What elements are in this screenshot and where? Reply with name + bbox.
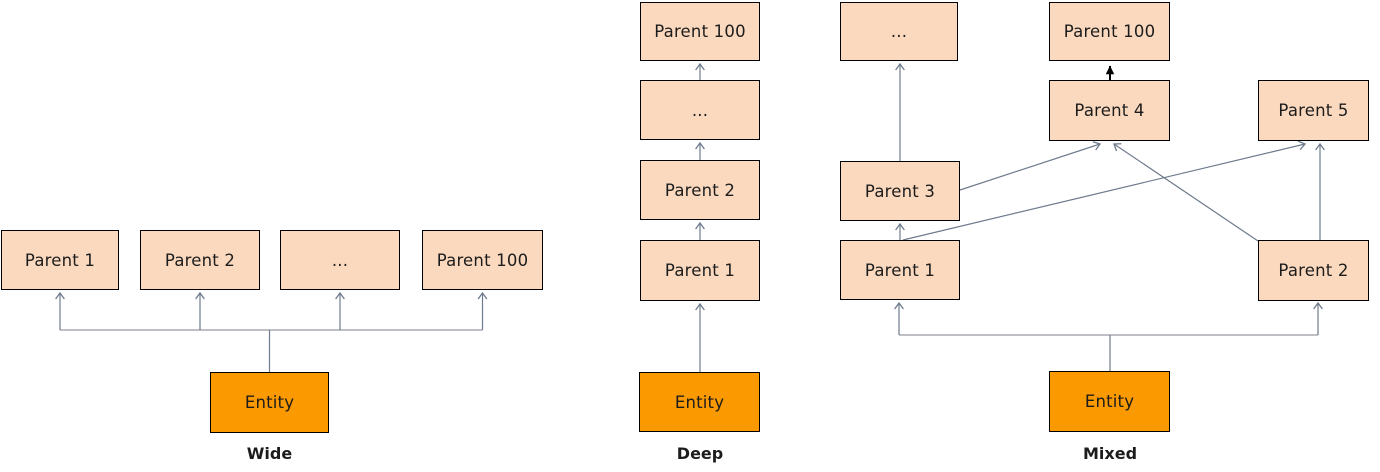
wide-entity-box: Entity [210, 372, 329, 433]
deep-parent-1-box: Parent 1 [640, 240, 760, 301]
mixed-entity-label: Entity [1084, 392, 1135, 411]
mixed-edge-parent2-parent4 [1113, 143, 1259, 242]
mixed-parent-2-label: Parent 2 [1278, 261, 1349, 280]
mixed-ellipsis-label: ... [890, 22, 908, 41]
wide-parent-100-label: Parent 100 [436, 250, 529, 270]
mixed-parent-2-box: Parent 2 [1258, 240, 1369, 301]
mixed-parent-3-box: Parent 3 [840, 161, 960, 221]
deep-entity-label: Entity [674, 392, 725, 412]
mixed-parent-5-box: Parent 5 [1258, 80, 1369, 141]
mixed-caption: Mixed [1082, 444, 1138, 463]
wide-parent-1-label: Parent 1 [24, 250, 96, 270]
wide-ellipsis-box: ... [280, 230, 400, 290]
wide-ellipsis-label: ... [331, 250, 349, 270]
mixed-parent-4-label: Parent 4 [1074, 101, 1145, 120]
deep-parent-2-label: Parent 2 [664, 180, 736, 200]
deep-parent-100-box: Parent 100 [640, 2, 760, 61]
wide-parent-1-box: Parent 1 [1, 230, 119, 290]
mixed-parent-100-label: Parent 100 [1063, 22, 1156, 41]
deep-entity-box: Entity [639, 372, 760, 432]
deep-caption: Deep [676, 444, 724, 463]
mixed-parent-4-box: Parent 4 [1049, 80, 1170, 141]
deep-ellipsis-box: ... [640, 80, 760, 140]
wide-entity-label: Entity [244, 393, 295, 412]
deep-parent-100-label: Parent 100 [654, 22, 746, 41]
deep-parent-2-box: Parent 2 [640, 160, 760, 220]
deep-parent-1-label: Parent 1 [664, 261, 736, 280]
mixed-entity-box: Entity [1049, 371, 1170, 432]
mixed-parent-100-box: Parent 100 [1049, 2, 1170, 61]
wide-parent-100-box: Parent 100 [422, 230, 543, 290]
mixed-parent-1-box: Parent 1 [840, 240, 960, 300]
mixed-parent-1-label: Parent 1 [864, 260, 936, 280]
mixed-edge-parent1-parent5 [902, 140, 1307, 241]
mixed-parent-5-label: Parent 5 [1278, 101, 1349, 120]
deep-ellipsis-label: ... [691, 100, 709, 120]
mixed-parent-3-label: Parent 3 [864, 181, 936, 201]
mixed-ellipsis-box: ... [840, 2, 958, 61]
wide-parent-2-box: Parent 2 [140, 230, 260, 290]
wide-caption: Wide [246, 444, 293, 463]
mixed-edge-parent3-parent4 [959, 141, 1102, 191]
wide-parent-2-label: Parent 2 [164, 250, 236, 270]
